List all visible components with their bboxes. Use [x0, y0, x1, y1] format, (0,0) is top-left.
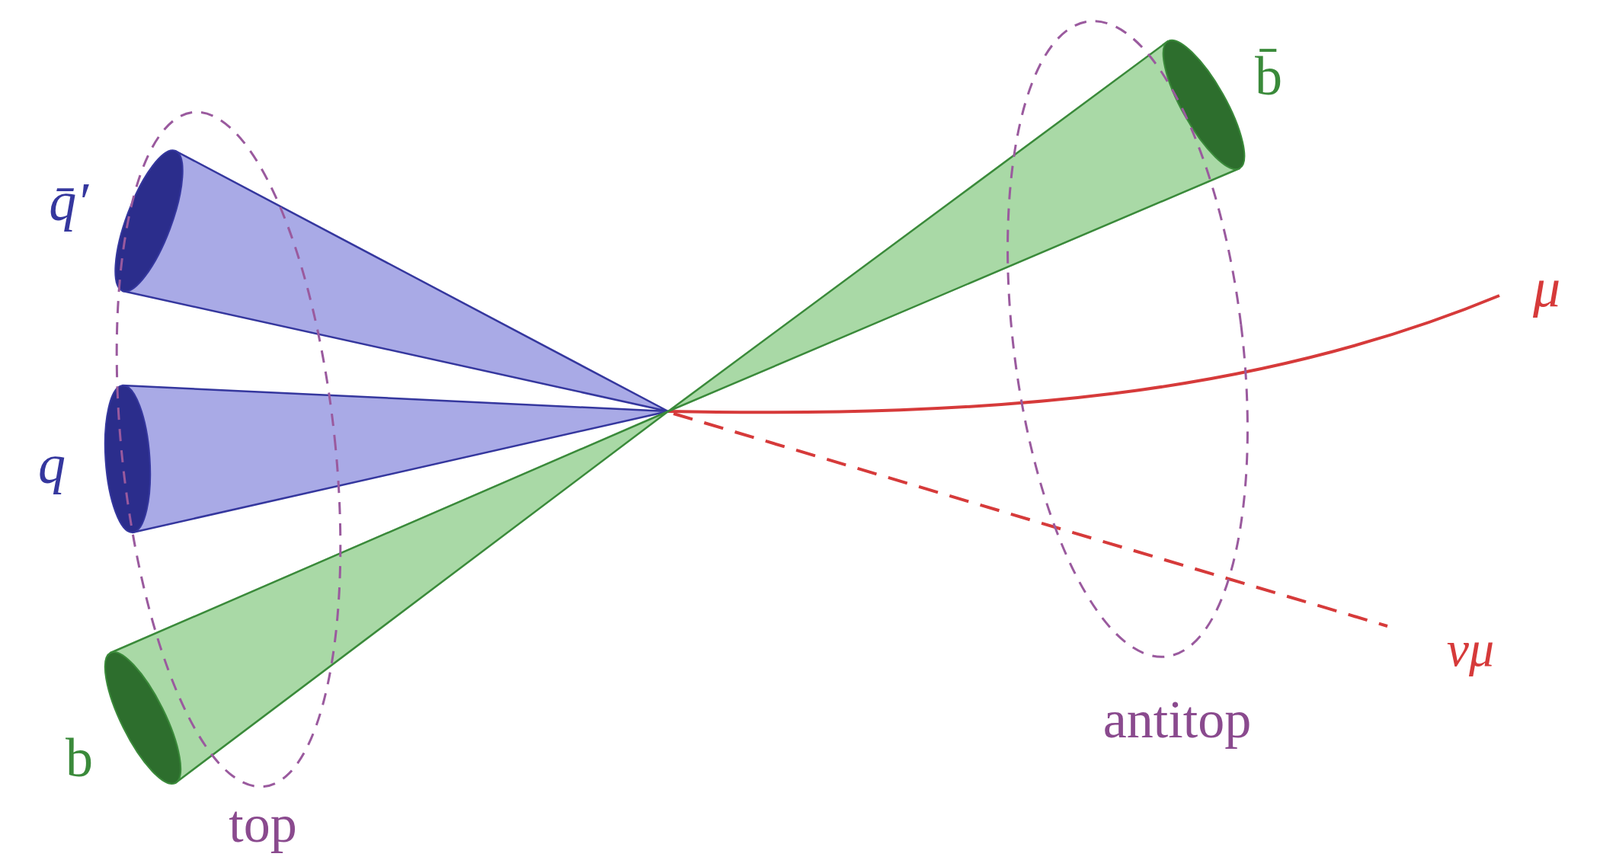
group-label: top — [228, 797, 297, 852]
cone-base — [90, 643, 195, 794]
cone-base — [101, 143, 196, 300]
cone-body — [668, 41, 1240, 412]
particle-label: b — [65, 730, 93, 786]
cone-base — [1148, 30, 1259, 180]
particle-label: q̄′ — [48, 174, 89, 230]
particle-label: q — [38, 437, 66, 493]
particle-label: νμ — [1446, 624, 1495, 675]
b-jet-cone — [668, 30, 1259, 412]
antitop-group-outline — [975, 7, 1280, 671]
quark-jet-cone — [101, 143, 669, 412]
b-jet-cone — [90, 411, 669, 794]
cone-body — [122, 150, 669, 412]
group-label: antitop — [1103, 693, 1252, 747]
particle-label: b̄ — [1254, 48, 1283, 104]
cone-base — [100, 384, 155, 535]
particle-label: μ — [1532, 260, 1561, 316]
top-group-outline — [86, 101, 370, 798]
